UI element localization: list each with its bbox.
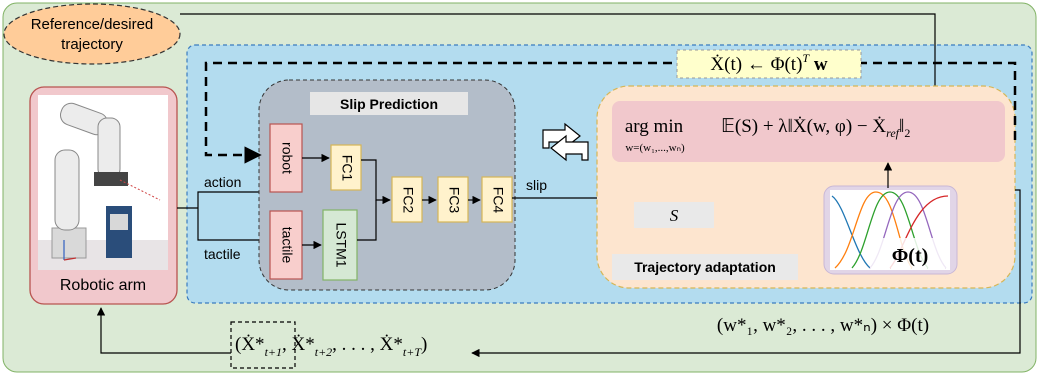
reference-label-line1: Reference/desired (31, 16, 154, 33)
expected-slip-box (634, 202, 714, 228)
fc1-label: FC1 (339, 155, 355, 182)
weights-expression: (w*₁, w*₂, . . . , w*ₙ) × Φ(t) (717, 315, 929, 336)
action-branch (197, 187, 269, 208)
velocity-update-bg (676, 49, 862, 79)
slip-prediction-title: Slip Prediction (340, 96, 438, 112)
trajectory-adaptation-title-bg (612, 254, 798, 280)
fc3-label: FC3 (446, 187, 462, 214)
reference-trajectory-node (3, 3, 181, 65)
future-trajectory-first (230, 321, 296, 369)
robot-input-label: robot (279, 142, 295, 174)
fc1-to-fc2 (361, 159, 391, 205)
objective-box (612, 101, 1005, 162)
reference-feed-line (180, 13, 936, 90)
objective-subscript: w=(w₁,...,wₙ) (625, 142, 685, 154)
objective-expression: 𝔼(S) + λ‖Ẋ(w, φ) − Ẋref‖2 (721, 116, 910, 140)
action-label: action (204, 174, 241, 190)
output-return-line (471, 189, 1021, 358)
velocity-feedback-line (204, 61, 1017, 164)
future-trajectory: (Ẋ*t+1, Ẋ*t+2, . . . , Ẋ*t+T) (235, 334, 427, 359)
lstm1-label: LSTM1 (333, 222, 349, 267)
phi-label: Φ(t) (892, 245, 929, 267)
tactile-input-label: tactile (279, 227, 295, 264)
fc1-box (330, 144, 362, 191)
tactile-label: tactile (204, 246, 241, 262)
tactile-input-box (269, 210, 303, 280)
tactile-branch (197, 208, 269, 245)
iteration-cycle-icon (542, 122, 589, 162)
fc2-label: FC2 (400, 187, 416, 214)
robot-arm-image (38, 95, 168, 270)
robot-caption: Robotic arm (60, 277, 146, 294)
slip-prediction-title-bg (310, 92, 468, 115)
reference-label-line2: trajectory (61, 36, 123, 53)
lstm1-to-fc2 (357, 200, 377, 241)
fc4-box (481, 176, 513, 223)
trajectory-adaptation-title: Trajectory adaptation (634, 259, 776, 275)
fc4-label: FC4 (490, 187, 506, 214)
velocity-update: Ẋ(t) ← Φ(t)T w (710, 51, 827, 75)
robot-input-box (269, 123, 303, 193)
objective-argmin: arg min (625, 116, 684, 137)
trajectory-to-arm-line (96, 307, 231, 354)
lstm1-box (322, 209, 358, 281)
phi-label-bg (870, 238, 950, 268)
expected-slip-symbol: S (670, 206, 679, 225)
slip-label: slip (526, 177, 547, 193)
fc3-box (437, 176, 469, 223)
